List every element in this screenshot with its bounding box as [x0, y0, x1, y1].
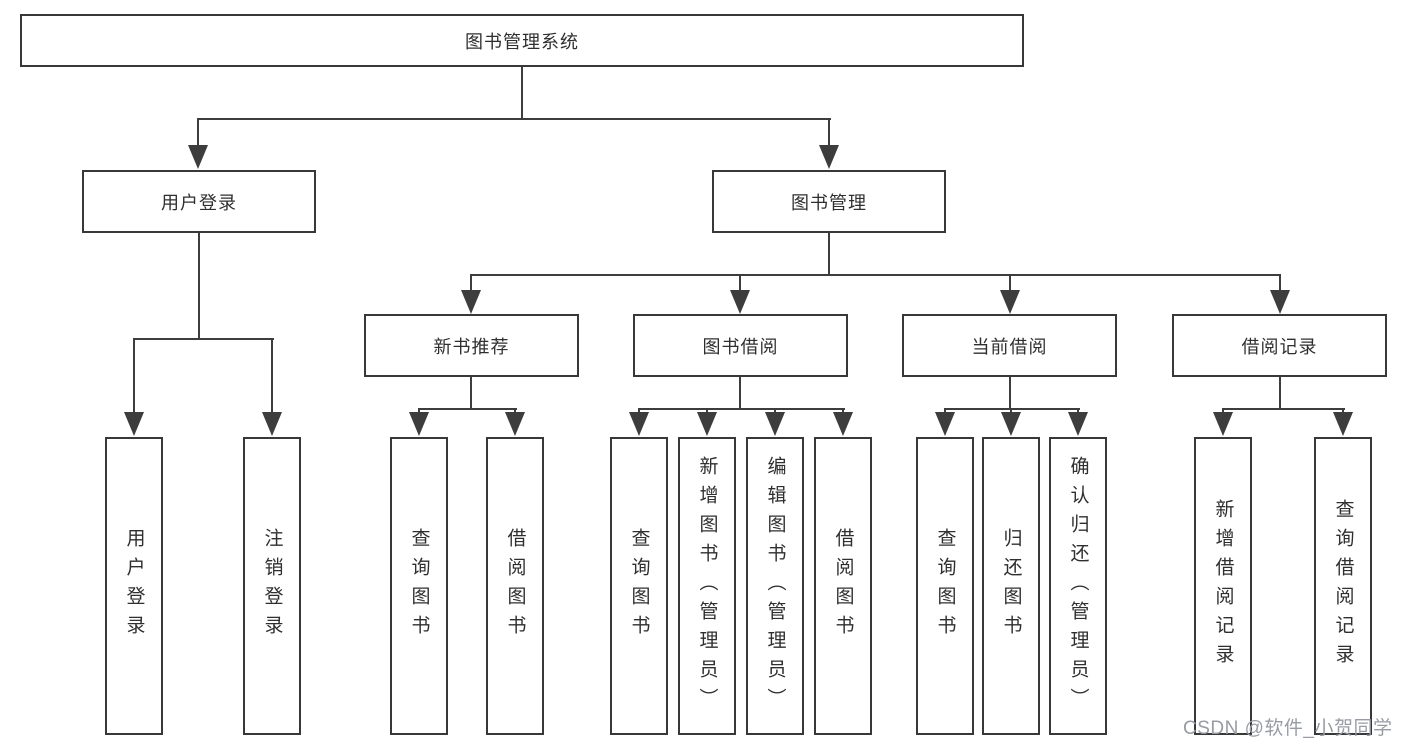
leaf-borrow-books: 借阅图书: [814, 437, 872, 735]
arrow-down-current-borrow: [1000, 290, 1020, 314]
connector-drop-new-book-recommend: [470, 274, 472, 292]
arrow-down-new-book-recommend: [461, 290, 481, 314]
arrow-down-cb-confirm: [1068, 412, 1088, 436]
connector-book-borrow-rail: [639, 408, 845, 410]
leaf-return-books: 归还图书: [982, 437, 1040, 735]
connector-book-management-stem: [828, 233, 830, 274]
connector-user-login-stem: [198, 233, 200, 338]
connector-drop-leaf-logout: [271, 338, 273, 414]
leaf-current-query-books: 查询图书: [916, 437, 974, 735]
leaf-add-books-admin: 新增图书（管理员）: [678, 437, 736, 735]
node-book-borrow: 图书借阅: [633, 314, 848, 377]
leaf-user-login: 用户登录: [105, 437, 163, 735]
connector-drop-borrow-records: [1279, 274, 1281, 292]
connector-drop-current-borrow: [1009, 274, 1011, 292]
node-user-login: 用户登录: [82, 170, 316, 233]
leaf-edit-books-admin: 编辑图书（管理员）: [746, 437, 804, 735]
connector-drop-book-management: [828, 118, 830, 147]
leaf-query-borrow-record: 查询借阅记录: [1314, 437, 1372, 735]
leaf-logout: 注销登录: [243, 437, 301, 735]
arrow-down-leaf-user-login: [124, 412, 144, 436]
arrow-down-bb-add: [697, 412, 717, 436]
connector-recommend-stem: [470, 377, 472, 408]
arrow-down-cb-query: [935, 412, 955, 436]
node-root: 图书管理系统: [20, 14, 1024, 67]
node-book-management: 图书管理: [712, 170, 946, 233]
connector-current-borrow-rail: [945, 408, 1080, 410]
connector-drop-leaf-user-login: [133, 338, 135, 414]
arrow-down-br-add: [1213, 412, 1233, 436]
leaf-recommend-borrow-books: 借阅图书: [486, 437, 544, 735]
node-borrow-records: 借阅记录: [1172, 314, 1387, 377]
connector-book-management-rail: [471, 274, 1281, 276]
arrow-down-leaf-logout: [262, 412, 282, 436]
connector-user-login-rail: [134, 338, 274, 340]
connector-root-rail: [198, 118, 831, 120]
leaf-recommend-query-books: 查询图书: [390, 437, 448, 735]
arrow-down-bb-query: [629, 412, 649, 436]
node-new-book-recommend: 新书推荐: [364, 314, 579, 377]
connector-borrow-records-stem: [1279, 377, 1281, 408]
arrow-down-cb-return: [1001, 412, 1021, 436]
arrow-down-bb-edit: [765, 412, 785, 436]
leaf-add-borrow-record: 新增借阅记录: [1194, 437, 1252, 735]
connector-current-borrow-stem: [1009, 377, 1011, 408]
node-current-borrow: 当前借阅: [902, 314, 1117, 377]
arrow-down-br-query: [1333, 412, 1353, 436]
leaf-confirm-return-admin: 确认归还（管理员）: [1049, 437, 1107, 735]
connector-book-borrow-stem: [739, 377, 741, 408]
arrow-down-borrow-records: [1270, 290, 1290, 314]
arrow-down-recommend-borrow: [505, 412, 525, 436]
arrow-down-book-borrow: [730, 290, 750, 314]
arrow-down-bb-borrow: [833, 412, 853, 436]
connector-drop-book-borrow: [739, 274, 741, 292]
arrow-down-book-management: [819, 145, 839, 169]
connector-drop-user-login: [197, 118, 199, 147]
arrow-down-recommend-query: [409, 412, 429, 436]
connector-recommend-rail: [419, 408, 517, 410]
csdn-watermark: CSDN @软件_小贺同学: [1183, 718, 1393, 739]
connector-borrow-records-rail: [1223, 408, 1345, 410]
connector-root-stem: [521, 67, 523, 118]
leaf-borrow-query-books: 查询图书: [610, 437, 668, 735]
arrow-down-user-login: [188, 145, 208, 169]
